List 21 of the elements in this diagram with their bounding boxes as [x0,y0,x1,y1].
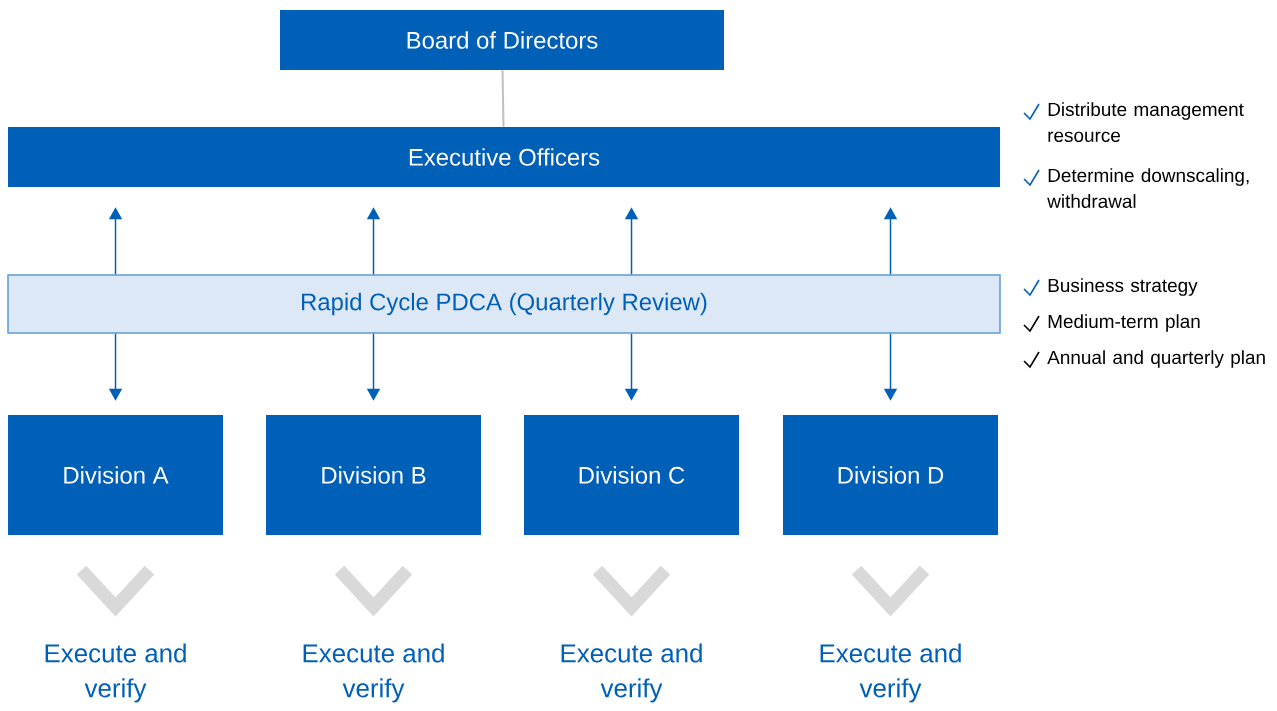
outcome-text: Execute and verify [45,643,186,703]
org-box: Division C [524,415,739,535]
org-box: Division D [783,415,998,535]
org-box: Division B [266,415,481,535]
org-box: Division A [8,415,223,535]
list-item: Determine downscaling, withdrawal [1047,168,1249,208]
chevron [851,565,930,617]
chevron [334,565,413,617]
org-box: Board of Directors [280,10,724,70]
list-item: Medium-term plan [1048,314,1200,332]
review-band: Rapid Cycle PDCA (Quarterly Review) [7,274,1001,334]
list-item: Distribute management resource [1048,102,1244,142]
list-item: Annual and quarterly plan [1047,350,1265,368]
outcome-text: Execute and verify [303,643,444,703]
outcome-text: Execute and verify [820,643,961,703]
org-box: Executive Officers [8,127,1000,187]
chevron [76,565,155,617]
outcome-text: Execute and verify [561,643,702,703]
connector-line [501,69,505,128]
list-item: Business strategy [1048,278,1198,296]
chevron [592,565,671,617]
